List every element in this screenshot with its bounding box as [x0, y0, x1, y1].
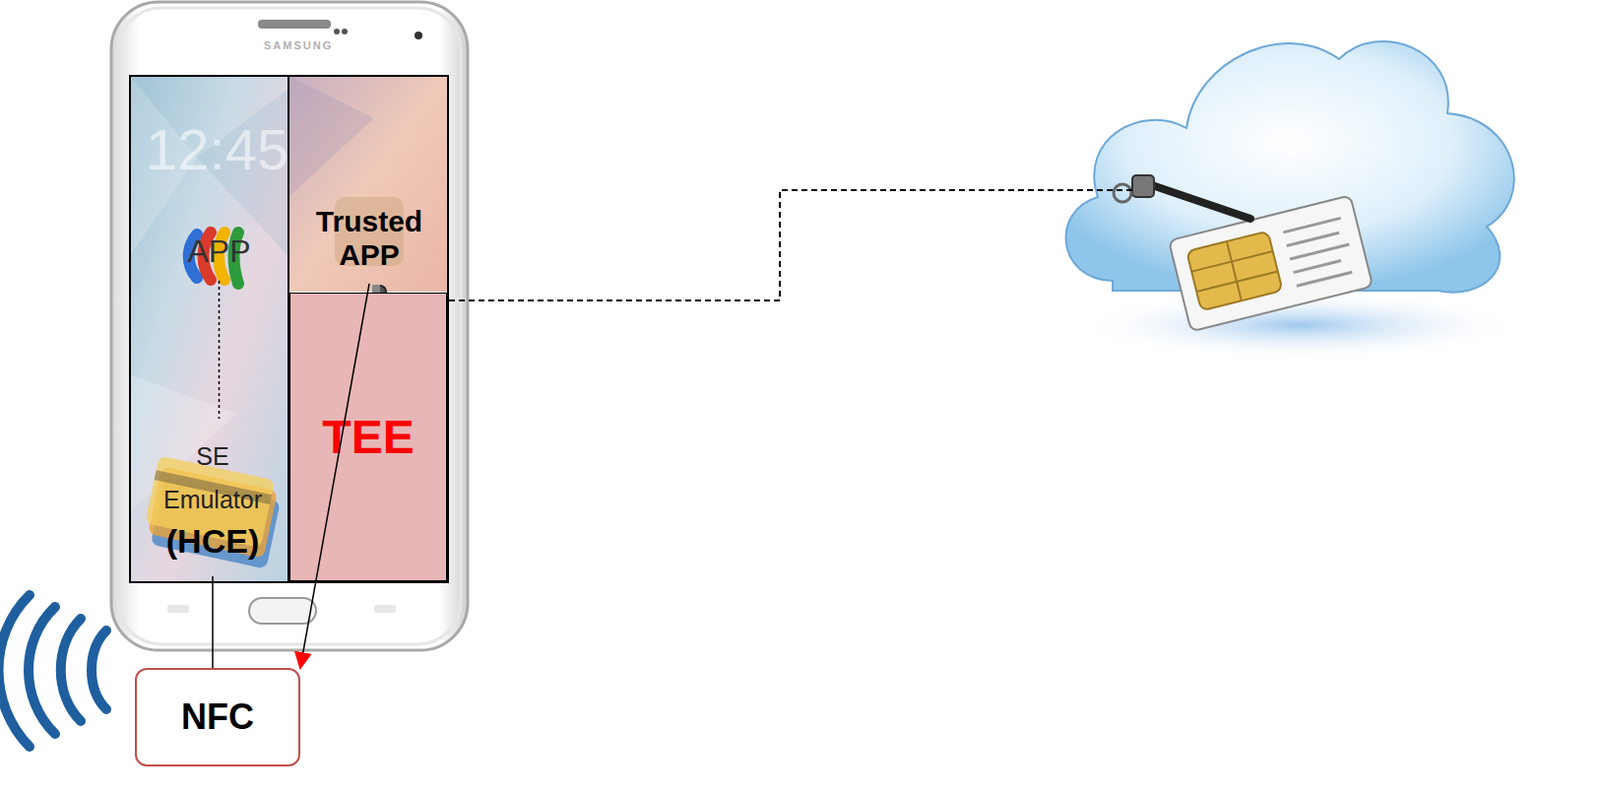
wallpaper-facet — [288, 75, 375, 197]
phone-sensor — [341, 28, 348, 35]
phone-speaker — [257, 19, 331, 29]
nfc-wave — [0, 594, 30, 747]
screen-right-upper-panel — [288, 75, 448, 292]
node-subtitle: (HCE) — [166, 520, 259, 561]
trusted-app-box: Trusted APP — [295, 192, 444, 284]
node-title: Trusted APP — [295, 204, 444, 272]
brand-label: SAMSUNG — [263, 39, 333, 52]
screen-outline — [129, 75, 448, 582]
phone-sensor — [333, 28, 340, 35]
link-line — [300, 283, 370, 668]
nfc-box: NFC — [134, 667, 301, 767]
soft-key — [167, 604, 190, 613]
tee-box: TEE — [289, 292, 448, 581]
soft-key — [374, 604, 396, 613]
phone-camera — [414, 31, 423, 40]
node-title: APP — [187, 233, 251, 269]
link-line — [211, 576, 214, 668]
key-icon — [1113, 175, 1251, 219]
home-button — [249, 597, 317, 624]
nfc-wave — [91, 630, 107, 709]
node-title: TEE — [321, 409, 414, 465]
node-title: NFC — [181, 697, 255, 737]
nfc-wave — [61, 618, 81, 721]
nfc-wave — [28, 606, 56, 734]
phone-body — [111, 1, 468, 650]
key-provisioning-line — [436, 190, 1133, 301]
screen-left-panel — [129, 75, 289, 582]
clock-label: 12:45 — [145, 116, 289, 183]
app-box: APP — [177, 221, 261, 281]
node-title: SE Emulator — [149, 434, 276, 521]
link-line — [218, 280, 221, 419]
sim-card — [1168, 194, 1373, 331]
phone-rim — [118, 7, 461, 644]
se-emulator-box: SE Emulator(HCE) — [149, 418, 276, 576]
